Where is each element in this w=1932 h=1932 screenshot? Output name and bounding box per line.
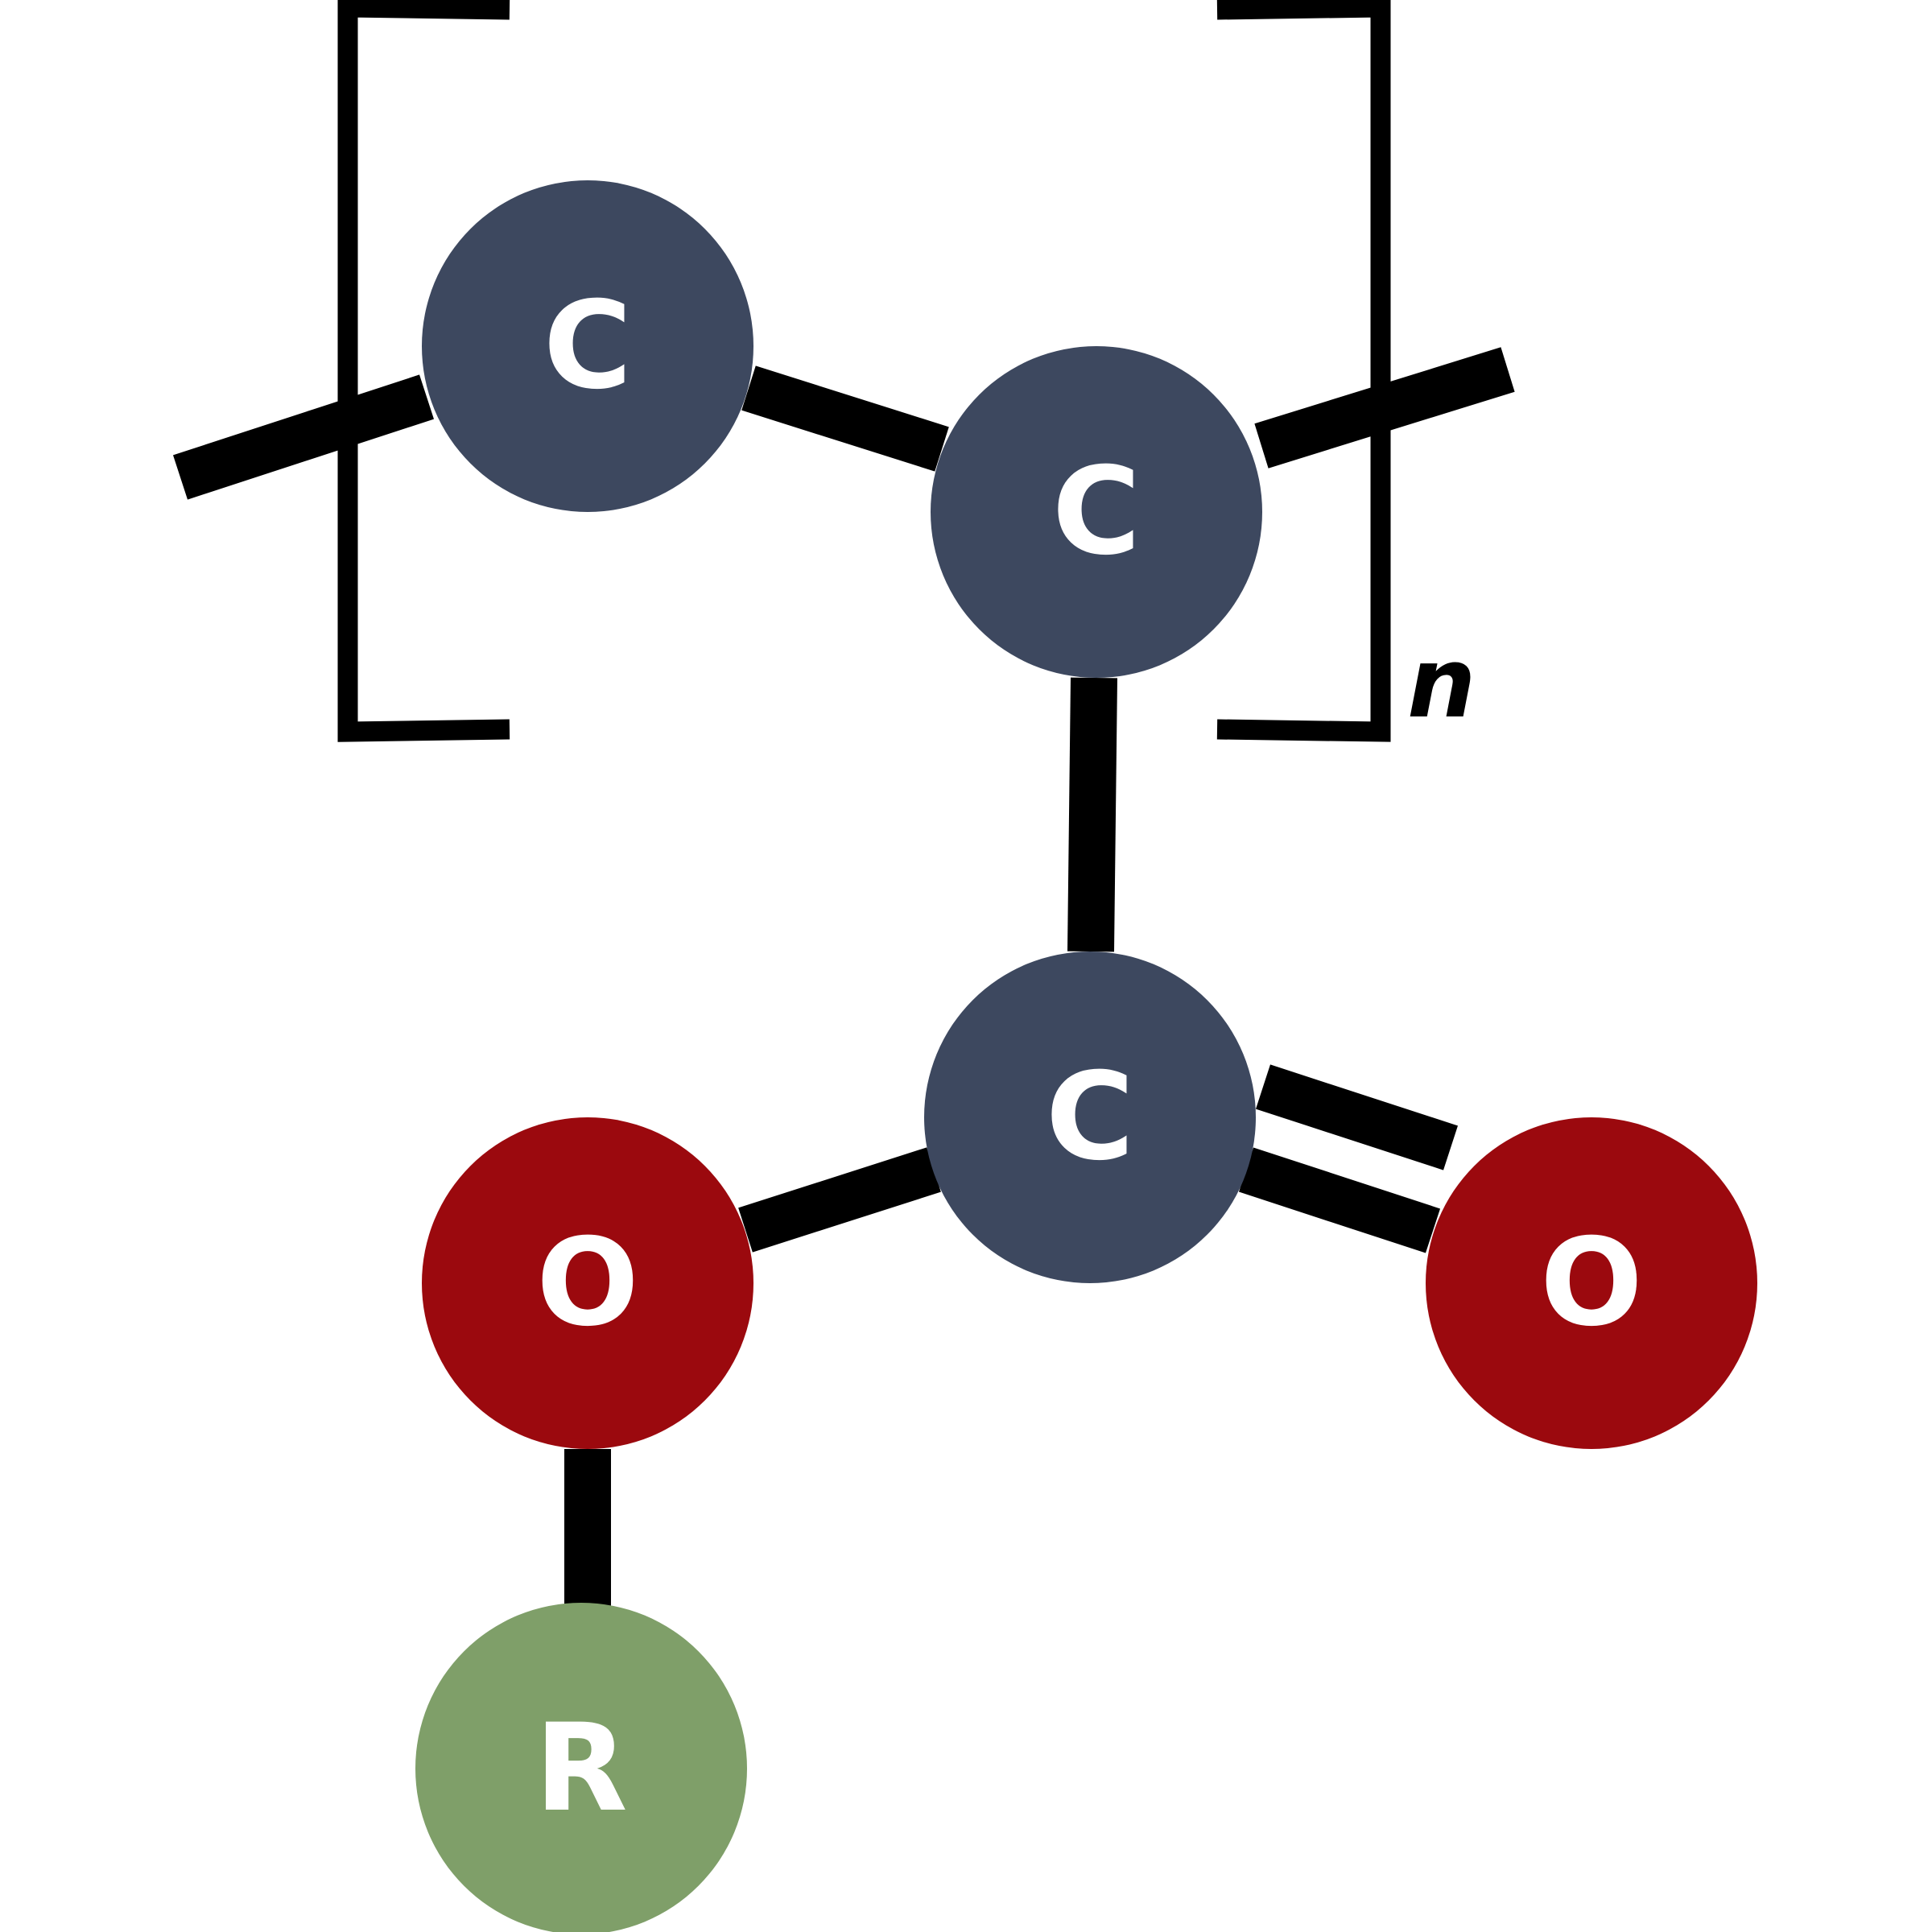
repeat-subscript: n (1407, 628, 1476, 740)
atom-label: C (543, 276, 632, 416)
carbon-atom-circle (422, 180, 753, 512)
atom-label: O (536, 1213, 639, 1353)
left-bracket (337, 0, 510, 742)
atom-oxygen-double: O (1426, 1117, 1757, 1449)
carbon-atom-circle (931, 346, 1262, 678)
repeat-unit-brackets: n (337, 0, 1476, 742)
oxygen-atom-circle (422, 1117, 753, 1449)
atom-label: O (1540, 1213, 1643, 1353)
bonds (172, 347, 1515, 1606)
right-bracket (1216, 0, 1391, 742)
atom-label: C (1046, 1047, 1134, 1187)
bond-c1-c2 (741, 365, 949, 472)
atom-label: R (535, 1699, 628, 1839)
bond-c3-o-double-bottom (1238, 1147, 1441, 1253)
oxygen-atom-circle (1426, 1117, 1757, 1449)
bond-c3-o-double-top (1256, 1064, 1458, 1170)
atom-oxygen-single: O (422, 1117, 753, 1449)
atom-carbon-2: C (931, 346, 1262, 678)
atom-r-group: R (415, 1603, 747, 1932)
atom-label: C (1052, 442, 1141, 582)
atom-carbon-3: C (924, 952, 1256, 1283)
carbon-atom-circle (924, 952, 1256, 1283)
atoms: C C C O O R (415, 180, 1757, 1932)
bond-c2-c3 (1067, 677, 1117, 952)
bond-chain-left (172, 374, 435, 500)
bond-c3-o-single (738, 1147, 941, 1253)
r-group-circle (415, 1603, 747, 1932)
atom-carbon-1: C (422, 180, 753, 512)
